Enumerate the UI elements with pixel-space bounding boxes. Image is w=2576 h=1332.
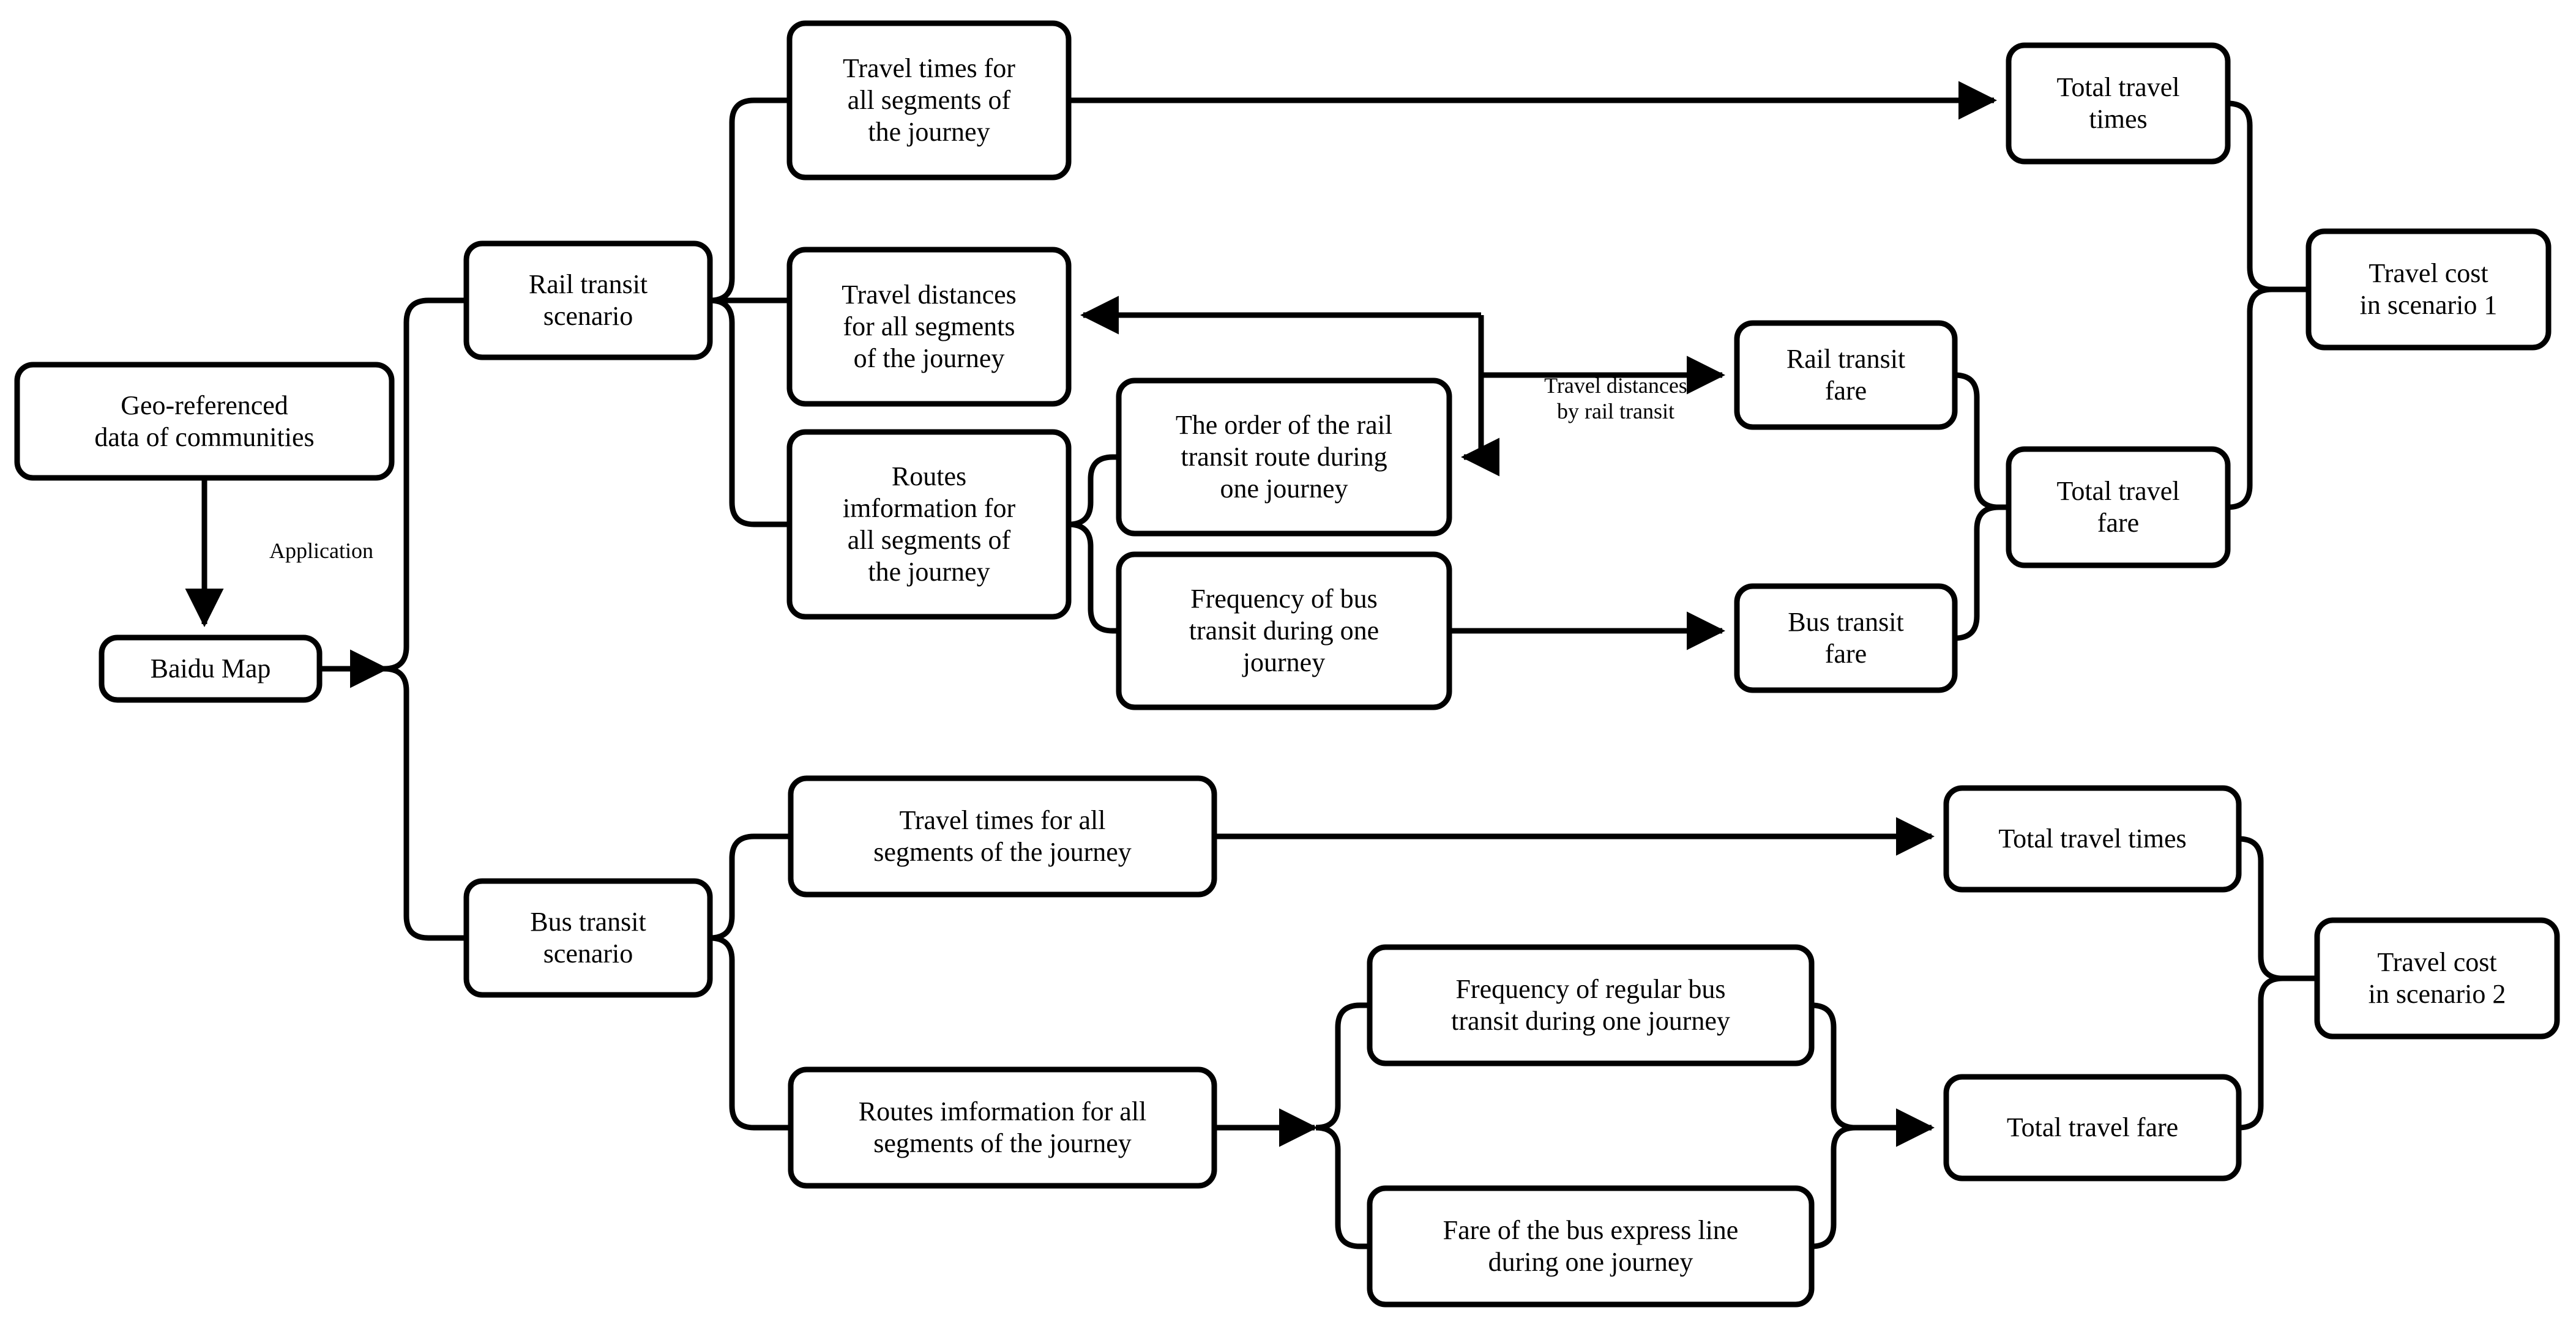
node-box-s1_times (2006, 42, 2231, 165)
node-box-s2_cost (2314, 917, 2560, 1040)
brace-bfreq-to-s2fare (1811, 1002, 1873, 1249)
node-box-baidu (99, 634, 323, 703)
node-box-bus_fare (1734, 583, 1958, 693)
node-box-rail_scn (463, 240, 713, 360)
node-box-bus_scn (463, 878, 713, 998)
brace-scenarios (384, 297, 466, 941)
brace-s1-to-cost (2227, 100, 2309, 510)
node-box-r_routes (786, 429, 1072, 620)
node-box-rail_fare (1734, 320, 1958, 430)
edge-label-application: Application (269, 538, 373, 563)
brace-bus-outputs (709, 833, 791, 1131)
node-box-s1_fare (2006, 446, 2231, 568)
node-box-r_busfreq (1116, 551, 1452, 710)
node-box-s1_cost (2305, 228, 2552, 351)
node-box-b_regfreq (1367, 944, 1815, 1066)
node-box-geo (14, 362, 395, 481)
node-box-b_routes (788, 1066, 1217, 1189)
node-box-b_times (788, 775, 1217, 898)
node-box-s2_times (1943, 785, 2242, 893)
brace-broutes-outputs (1315, 1002, 1370, 1249)
node-box-r_dist (786, 247, 1072, 407)
brace-rail-outputs (709, 97, 790, 527)
brace-s2-to-cost (2238, 836, 2317, 1131)
brace-fares-to-s1fare (1954, 372, 2009, 641)
node-box-r_order (1116, 378, 1452, 537)
brace-routes-outputs (1068, 454, 1119, 634)
node-box-b_expfare (1367, 1185, 1815, 1308)
node-box-r_times (786, 20, 1072, 180)
node-box-s2_fare (1943, 1074, 2242, 1181)
